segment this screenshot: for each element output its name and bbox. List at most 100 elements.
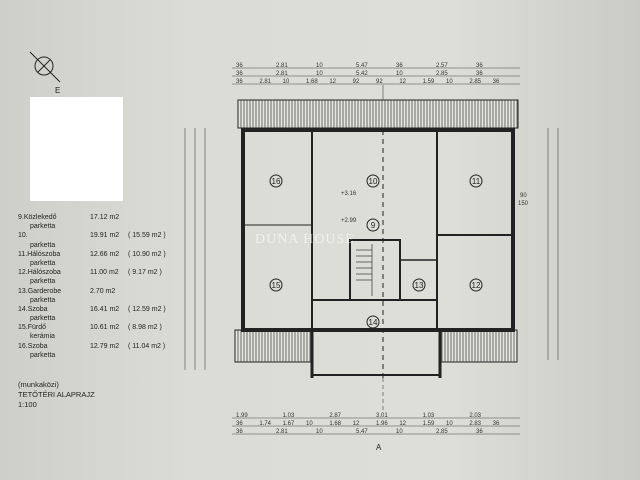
dimension-label: 1.67 <box>283 421 295 427</box>
legend-name: 15.Fürdő <box>18 324 47 332</box>
dimension-label: 36 <box>236 429 243 435</box>
dimension-label: 36 <box>236 63 243 69</box>
dimension-label: 12 <box>353 421 360 427</box>
dimension-label: 10 <box>316 63 323 69</box>
dimension-label: 36 <box>236 71 243 77</box>
legend-area: 19.91 m2 <box>90 232 120 240</box>
legend-name: 12.Hálószoba <box>18 269 61 277</box>
dimension-label: 1.96 <box>376 421 388 427</box>
legend-floor: parketta <box>30 296 56 304</box>
legend-net: ( 10.90 m2 ) <box>128 250 166 258</box>
dimension-label: 1.03 <box>283 413 295 419</box>
legend-floor: parketta <box>30 278 56 286</box>
legend-floor: parketta <box>30 241 56 249</box>
room-labels: 16 10 11 9 15 13 12 14 +3.16 +2.99 90 15… <box>269 174 529 452</box>
level-mark: +3.16 <box>341 191 357 197</box>
dimension-label: 36 <box>476 63 483 69</box>
legend-name: 10. <box>18 232 28 240</box>
dimension-label: 2.87 <box>329 413 341 419</box>
room-13: 13 <box>415 281 424 290</box>
dimension-label: 1.99 <box>236 413 248 419</box>
room-14: 14 <box>369 318 378 327</box>
plan-title: TETŐTÉRI ALAPRAJZ <box>18 390 95 399</box>
dimension-label: 36 <box>236 79 243 85</box>
section-label: A <box>376 443 382 452</box>
legend-name: 16.Szoba <box>18 342 48 350</box>
dimension-label: 10 <box>396 71 403 77</box>
dimension-label: 2.81 <box>276 63 288 69</box>
legend-area: 2.70 m2 <box>90 287 116 295</box>
dimension-label: 2.83 <box>469 421 481 427</box>
plan-note: (munkaközi) <box>18 380 59 389</box>
legend-floor: parketta <box>30 351 56 359</box>
dimension-label: 10 <box>316 429 323 435</box>
compass-label: E <box>55 86 60 95</box>
dimension-label: 36 <box>396 63 403 69</box>
dimension-label: 1.59 <box>423 421 435 427</box>
room-12: 12 <box>472 281 481 290</box>
legend-area: 10.61 m2 <box>90 324 120 332</box>
legend-row: 11.Hálószoba 12.66 m2 ( 10.90 m2 ) <box>18 250 166 259</box>
dimension-label: 3.01 <box>376 413 388 419</box>
room-10: 10 <box>369 177 378 186</box>
dimension-label: 10 <box>446 421 453 427</box>
stairs <box>356 244 373 296</box>
dimension-label: 2.81 <box>276 429 288 435</box>
window-label: 150 <box>518 201 529 207</box>
legend-floor: kerámia <box>30 333 55 341</box>
plan-title-block: (munkaközi) TETŐTÉRI ALAPRAJZ 1:100 <box>18 380 95 410</box>
legend-net: ( 12.59 m2 ) <box>128 305 166 313</box>
dimension-label: 2.03 <box>469 413 481 419</box>
room-16: 16 <box>272 177 281 186</box>
legend-area: 12.79 m2 <box>90 342 120 350</box>
window-label: 90 <box>520 193 527 199</box>
dimension-label: 36 <box>236 421 243 427</box>
dimension-label: 10 <box>283 79 290 85</box>
dimension-label: 2.85 <box>469 79 481 85</box>
legend-net: ( 8.98 m2 ) <box>128 324 162 332</box>
redacted-area <box>30 97 123 201</box>
dimension-lines-top <box>184 67 559 435</box>
level-mark: +2.99 <box>341 218 357 224</box>
dimension-label: 36 <box>493 79 500 85</box>
dimension-label: 92 <box>353 79 360 85</box>
legend-row: 15.Fürdő 10.61 m2 ( 8.98 m2 ) <box>18 323 162 332</box>
dimension-label: 92 <box>376 79 383 85</box>
dimension-label: 2.57 <box>436 63 448 69</box>
dimension-label: 5.47 <box>356 63 368 69</box>
dimension-label: 10 <box>316 71 323 77</box>
dimension-label: 12 <box>399 79 406 85</box>
dimension-label: 5.42 <box>356 71 368 77</box>
room-11: 11 <box>472 177 481 186</box>
dimension-label: 5.47 <box>356 429 368 435</box>
dimension-label: 36 <box>476 429 483 435</box>
dimension-label: 1.59 <box>423 79 435 85</box>
legend-floor: parketta <box>30 315 56 323</box>
dimension-label: 10 <box>446 79 453 85</box>
legend-area: 11.00 m2 <box>90 269 119 277</box>
dimension-label: 2.85 <box>436 71 448 77</box>
dimension-label: 10 <box>306 421 313 427</box>
legend-net: ( 15.59 m2 ) <box>128 232 166 240</box>
dimension-label: 2.81 <box>276 71 288 77</box>
room-15: 15 <box>272 281 281 290</box>
legend-name: 11.Hálószoba <box>18 250 61 258</box>
legend-net: ( 11.04 m2 ) <box>128 342 166 350</box>
roof-eaves <box>234 99 519 363</box>
legend-name: 9.Közlekedő <box>18 214 57 221</box>
legend-floor: parketta <box>30 259 56 267</box>
dimension-label: 1.74 <box>259 421 271 427</box>
room-9: 9 <box>371 221 376 230</box>
dimension-label: 2.85 <box>436 429 448 435</box>
dimension-label: 36 <box>493 421 500 427</box>
dimension-label: 2.81 <box>259 79 271 85</box>
legend-area: 12.66 m2 <box>90 250 120 258</box>
dimension-label: 1.68 <box>329 421 341 427</box>
walls <box>241 128 515 378</box>
